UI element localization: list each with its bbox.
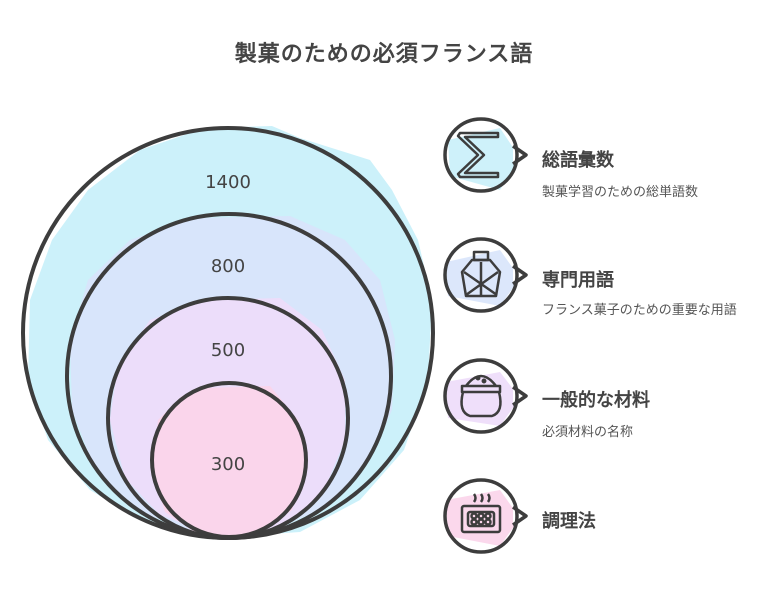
ring-label-800: 800 <box>211 256 245 277</box>
ring-label-1400: 1400 <box>205 172 251 193</box>
flour-sack-icon <box>460 374 502 418</box>
oven-icon <box>460 493 502 534</box>
legend-title-total-vocabulary: 総語彙数 <box>542 150 614 171</box>
legend-title-technical-terms: 専門用語 <box>542 270 614 291</box>
legend-title-common-ingredients: 一般的な材料 <box>542 390 650 411</box>
legend-icon-2 <box>443 237 528 313</box>
ring-label-500: 500 <box>211 340 245 361</box>
ring-outline-300 <box>150 381 308 539</box>
ring-fill-300 <box>152 386 306 536</box>
legend-title-cooking-methods: 調理法 <box>542 511 596 532</box>
legend-desc-common-ingredients: 必須材料の名称 <box>542 425 634 440</box>
page-title: 製菓のための必須フランス語 <box>234 42 534 67</box>
ring-label-300: 300 <box>211 454 245 475</box>
sigma-icon <box>456 131 500 179</box>
perfume-jar-icon <box>460 250 502 298</box>
legend-icon-4 <box>443 478 528 554</box>
legend-desc-total-vocabulary: 製菓学習のための総単語数 <box>542 185 699 200</box>
ring-outlines <box>21 126 435 540</box>
legend-icon-3 <box>443 358 528 434</box>
legend-icon-1 <box>443 117 528 193</box>
legend-desc-technical-terms: フランス菓子のための重要な用語 <box>542 303 737 318</box>
